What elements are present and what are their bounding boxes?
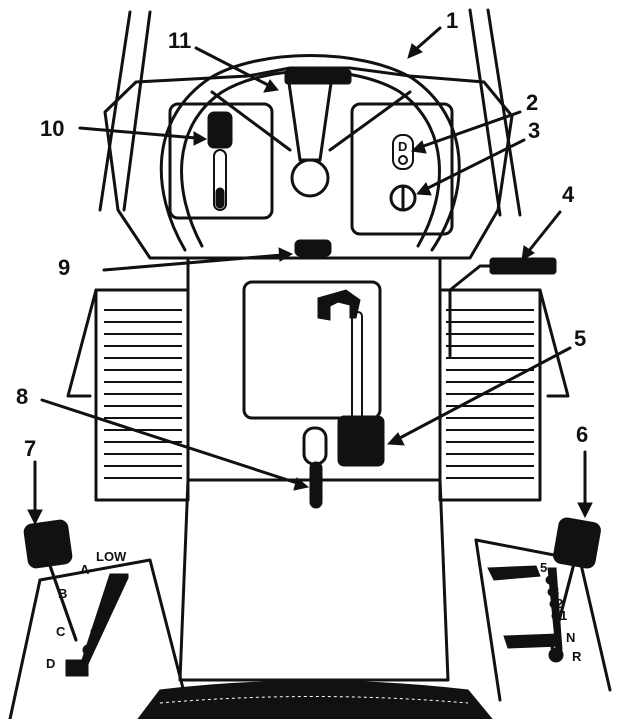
leader-4 (526, 210, 562, 254)
gate-label-n: N (566, 630, 575, 645)
gate-label-d: D (46, 656, 55, 671)
callout-4: 4 (562, 182, 575, 207)
ignition-switch: D (392, 134, 414, 170)
gate-label-r: R (572, 649, 582, 664)
canopy-frame (98, 8, 522, 217)
steering-wheel (159, 54, 461, 252)
leader-1 (413, 26, 442, 52)
callout-11: 11 (168, 28, 191, 53)
gate-label-3: 3 (552, 584, 559, 599)
gate-label-4: 4 (548, 572, 556, 587)
hood-indicator (294, 239, 332, 257)
left-gear-gate: LOW A B C D (8, 549, 188, 719)
right-gear-gate: 5 4 3 2 1 N R (474, 538, 612, 702)
dashboard (103, 66, 514, 260)
console-panel (242, 280, 382, 420)
range-shift-lever (23, 519, 78, 642)
callout-7: 7 (24, 436, 36, 461)
left-fender (66, 288, 190, 502)
right-dash-panel (350, 102, 454, 236)
hitch-lift-lever (317, 289, 385, 467)
dash-switch-label: D (398, 139, 407, 154)
steering-hub (290, 158, 330, 198)
gate-label-a: A (80, 562, 90, 577)
callout-8: 8 (16, 384, 28, 409)
deck-lift-lever (448, 257, 557, 358)
gate-label-b: B (58, 586, 67, 601)
gate-label-1: 1 (560, 608, 567, 623)
right-fender (438, 288, 570, 502)
leader-10 (78, 126, 198, 140)
gate-label-c: C (56, 624, 66, 639)
left-dash-panel (168, 102, 274, 220)
leader-2 (416, 110, 522, 150)
gear-shift-lever (550, 517, 601, 650)
warning-light-bar (284, 69, 352, 85)
callout-1: 1 (446, 8, 458, 33)
callout-3: 3 (528, 118, 540, 143)
callout-6: 6 (576, 422, 588, 447)
throttle-lever (207, 111, 233, 211)
callout-leaders (27, 26, 593, 526)
callout-2: 2 (526, 90, 538, 115)
gate-label-5: 5 (540, 560, 547, 575)
leader-5 (394, 346, 572, 442)
callout-5: 5 (574, 326, 586, 351)
callout-numbers: 1 2 3 4 5 6 7 8 9 10 11 (16, 8, 588, 461)
pto-lever (302, 426, 328, 509)
seat (137, 680, 493, 719)
leader-9 (102, 253, 284, 272)
light-switch-knob (389, 184, 417, 212)
gate-label-low: LOW (96, 549, 127, 564)
leader-3 (422, 138, 526, 192)
gate-label-2: 2 (556, 596, 563, 611)
callout-9: 9 (58, 255, 70, 280)
callout-10: 10 (40, 116, 64, 141)
leader-8 (40, 398, 302, 486)
leader-11 (194, 46, 272, 88)
